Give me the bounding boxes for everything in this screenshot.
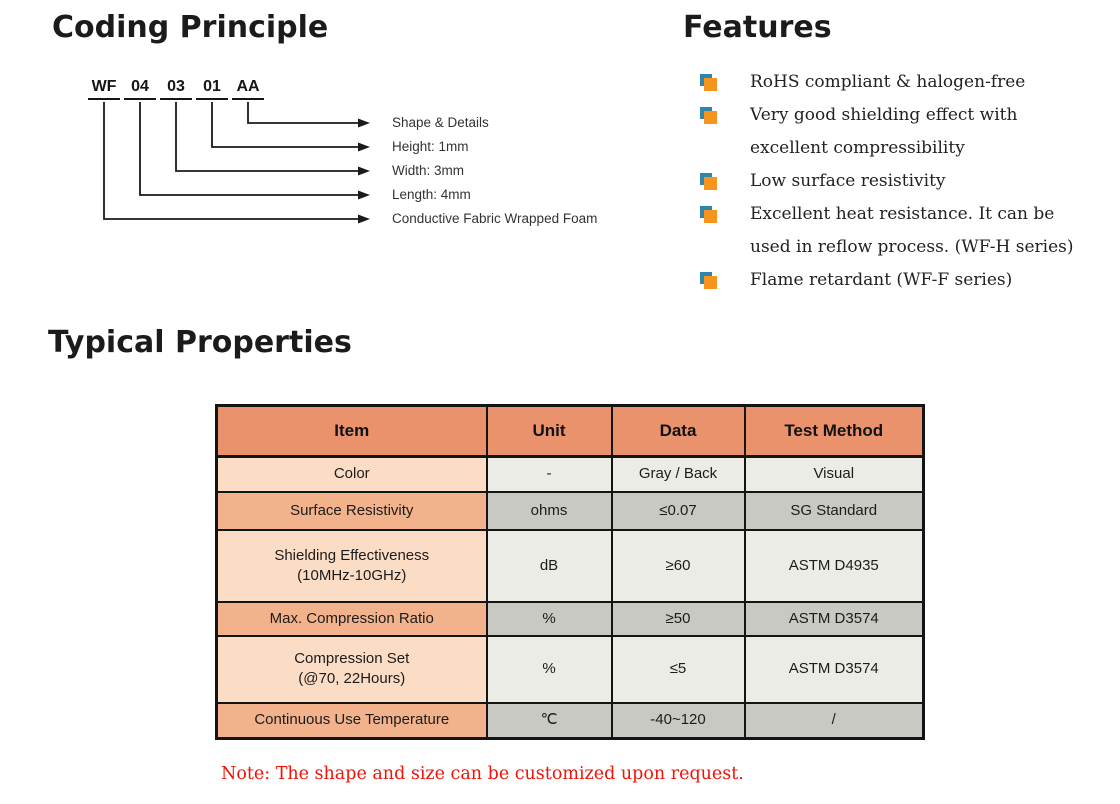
code-segment-shape: AA — [232, 78, 264, 100]
table-row-compression-set: Compression Set (@70, 22Hours) % ≤5 ASTM… — [215, 634, 925, 704]
feature-item: Low surface resistivity — [700, 165, 1100, 198]
feature-item: Flame retardant (WF-F series) — [700, 264, 1100, 297]
code-label-width: Width: 3mm — [392, 163, 465, 178]
cell-data: -40~120 — [610, 701, 746, 740]
cell-unit: ℃ — [485, 701, 613, 740]
header-data: Data — [610, 404, 746, 458]
cell-test-method: ASTM D3574 — [743, 634, 925, 704]
square-bullet-icon — [700, 107, 717, 124]
cell-test-method: ASTM D3574 — [743, 600, 925, 637]
cell-unit: ohms — [485, 490, 613, 531]
header-item: Item — [215, 404, 488, 458]
code-label-height: Height: 1mm — [392, 139, 469, 154]
square-bullet-icon — [700, 206, 717, 223]
cell-data: Gray / Back — [610, 455, 746, 493]
feature-text: Flame retardant (WF-F series) — [750, 270, 1013, 290]
typical-properties-title: Typical Properties — [48, 325, 352, 360]
code-segment-height: 01 — [196, 78, 228, 100]
feature-item: RoHS compliant & halogen-free — [700, 66, 1100, 99]
coding-principle-title: Coding Principle — [52, 10, 329, 45]
table-header-row: Item Unit Data Test Method — [215, 404, 925, 458]
square-bullet-icon — [700, 74, 717, 91]
cell-item: Surface Resistivity — [215, 490, 488, 531]
cell-unit: % — [485, 600, 613, 637]
table-row-continuous-use-temperature: Continuous Use Temperature ℃ -40~120 / — [215, 701, 925, 740]
cell-test-method: SG Standard — [743, 490, 925, 531]
table-row-max-compression-ratio: Max. Compression Ratio % ≥50 ASTM D3574 — [215, 600, 925, 637]
table-row-surface-resistivity: Surface Resistivity ohms ≤0.07 SG Standa… — [215, 490, 925, 531]
square-bullet-icon — [700, 173, 717, 190]
square-bullet-icon — [700, 272, 717, 289]
properties-table: Item Unit Data Test Method Color - Gray … — [215, 404, 925, 740]
code-segment-series: WF — [88, 78, 120, 100]
cell-data: ≥50 — [610, 600, 746, 637]
table-row-shielding-effectiveness: Shielding Effectiveness (10MHz-10GHz) dB… — [215, 528, 925, 603]
customization-note: Note: The shape and size can be customiz… — [221, 764, 744, 784]
code-label-shape-details: Shape & Details — [392, 115, 489, 130]
cell-data: ≤0.07 — [610, 490, 746, 531]
cell-data: ≤5 — [610, 634, 746, 704]
feature-text: Excellent heat resistance. It can be use… — [750, 204, 1074, 257]
feature-text: Very good shielding effect with excellen… — [750, 105, 1018, 158]
code-segment-length: 04 — [124, 78, 156, 100]
cell-data: ≥60 — [610, 528, 746, 603]
features-title: Features — [683, 10, 832, 45]
code-segment-width: 03 — [160, 78, 192, 100]
cell-test-method: ASTM D4935 — [743, 528, 925, 603]
cell-item: Compression Set (@70, 22Hours) — [215, 634, 488, 704]
cell-item: Shielding Effectiveness (10MHz-10GHz) — [215, 528, 488, 603]
product-code: WF 04 03 01 AA — [88, 78, 264, 100]
header-test-method: Test Method — [743, 404, 925, 458]
table-row-color: Color - Gray / Back Visual — [215, 455, 925, 493]
cell-unit: dB — [485, 528, 613, 603]
cell-unit: % — [485, 634, 613, 704]
feature-text: Low surface resistivity — [750, 171, 946, 191]
code-label-length: Length: 4mm — [392, 187, 471, 202]
code-breakdown-lines — [103, 102, 370, 224]
feature-item: Very good shielding effect with excellen… — [700, 99, 1100, 165]
cell-item: Continuous Use Temperature — [215, 701, 488, 740]
cell-test-method: Visual — [743, 455, 925, 493]
cell-unit: - — [485, 455, 613, 493]
header-unit: Unit — [485, 404, 613, 458]
arrowheads — [358, 118, 370, 224]
code-label-material: Conductive Fabric Wrapped Foam — [392, 211, 598, 226]
cell-item: Color — [215, 455, 488, 493]
cell-test-method: / — [743, 701, 925, 740]
cell-item: Max. Compression Ratio — [215, 600, 488, 637]
feature-item: Excellent heat resistance. It can be use… — [700, 198, 1100, 264]
feature-text: RoHS compliant & halogen-free — [750, 72, 1026, 92]
feature-list: RoHS compliant & halogen-free Very good … — [700, 66, 1100, 297]
